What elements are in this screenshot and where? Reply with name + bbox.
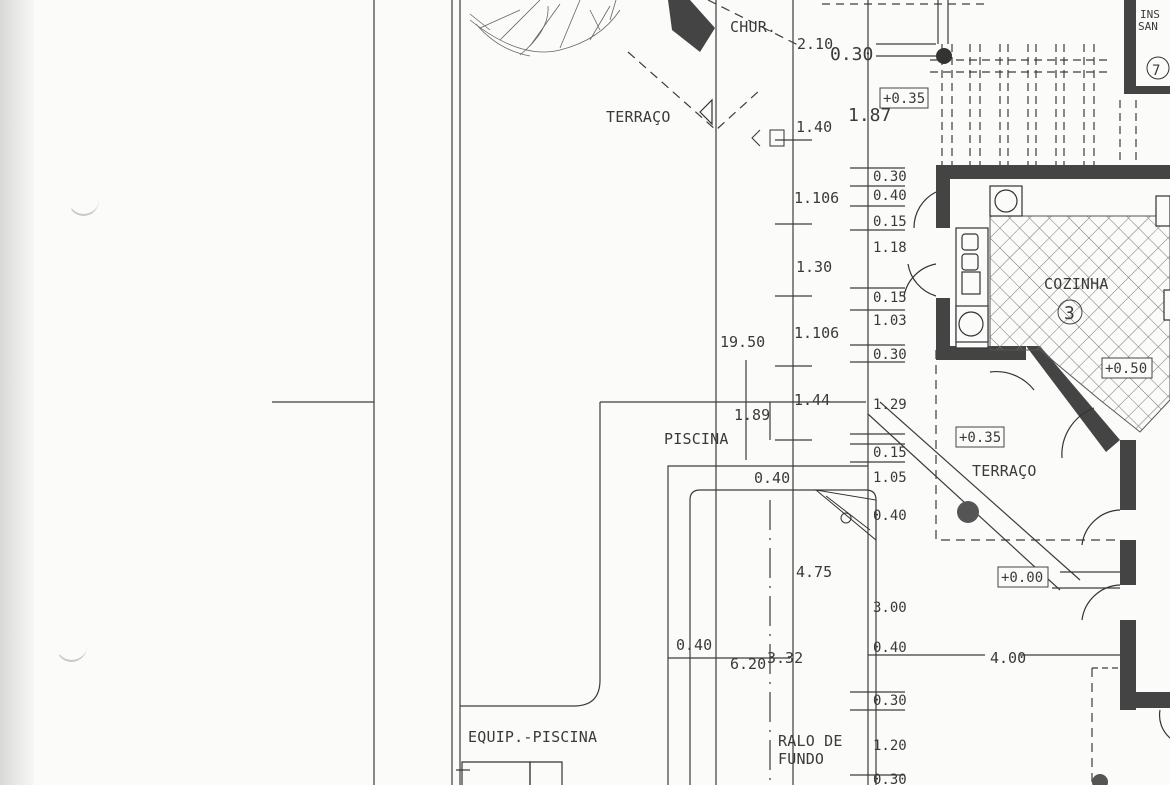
dim-3-32: 3.32 bbox=[767, 649, 803, 667]
pergola-grid bbox=[930, 44, 1137, 165]
pool-equipment-box bbox=[456, 761, 563, 785]
dim-1-30: 1.30 bbox=[796, 258, 832, 276]
dim-c-1-20: 1.20 bbox=[873, 738, 907, 754]
dim-c-0-30-c: 0.30 bbox=[873, 693, 907, 709]
kitchen-fixtures bbox=[955, 185, 1170, 349]
dim-c-1-29: 1.29 bbox=[873, 397, 907, 413]
dim-c-1-18: 1.18 bbox=[873, 240, 907, 256]
dim-1-40: 1.40 bbox=[796, 118, 832, 136]
label-equip-piscina: EQUIP.-PISCINA bbox=[468, 728, 597, 746]
terrace-dashed-line bbox=[707, 0, 801, 47]
level-boxes bbox=[879, 87, 1153, 588]
dim-19-50: 19.50 bbox=[720, 333, 765, 351]
dim-0-40-pool: 0.40 bbox=[754, 469, 790, 487]
label-inst-1: INS bbox=[1140, 8, 1160, 21]
tree-sketch bbox=[469, 0, 621, 57]
punch-hole-bottom bbox=[56, 630, 87, 662]
dim-c-0-40-b: 0.40 bbox=[873, 508, 907, 524]
label-cozinha-number: 3 bbox=[1064, 303, 1075, 324]
punch-hole-top bbox=[68, 184, 99, 216]
label-inst-2: SAN bbox=[1138, 20, 1158, 33]
dim-1-87: 1.87 bbox=[848, 105, 891, 126]
dim-1-44: 1.44 bbox=[794, 391, 830, 409]
dim-c-1-05: 1.05 bbox=[873, 470, 907, 486]
terrace-diagonal-1 bbox=[879, 401, 1081, 581]
drawing-sheet bbox=[34, 0, 1170, 785]
pool-outer-edge bbox=[667, 465, 868, 785]
pool-area-outline bbox=[460, 401, 866, 707]
dim-c-0-15-a: 0.15 bbox=[873, 214, 907, 230]
dim-c-0-40-c: 0.40 bbox=[873, 640, 907, 656]
dim-c-0-30-d: 0.30 bbox=[873, 772, 907, 785]
level-l3: +0.35 bbox=[959, 430, 1001, 446]
level-l1: +0.35 bbox=[883, 91, 925, 107]
label-inst-number: 7 bbox=[1152, 63, 1160, 79]
dim-c-0-15-b: 0.15 bbox=[873, 290, 907, 306]
dim-1-106-a: 1.106 bbox=[794, 189, 839, 207]
dim-0-30-top: 0.30 bbox=[830, 44, 873, 65]
dim-6-20: 6.20 bbox=[730, 655, 766, 673]
dim-c-0-30-a: 0.30 bbox=[873, 169, 907, 185]
level-l2: +0.50 bbox=[1105, 361, 1147, 377]
dim-4-00: 4.00 bbox=[990, 649, 1026, 667]
terrace-dashed-outline bbox=[627, 51, 761, 131]
label-ralo-1: RALO DE bbox=[778, 732, 843, 750]
label-ralo-2: FUNDO bbox=[778, 750, 824, 768]
label-cozinha: COZINHA bbox=[1044, 275, 1109, 293]
pool-inner-edge bbox=[689, 489, 877, 785]
dim-c-0-40-a: 0.40 bbox=[873, 188, 907, 204]
doors bbox=[699, 98, 1170, 739]
label-terraco-top: TERRAÇO bbox=[606, 108, 671, 126]
dim-c-1-03: 1.03 bbox=[873, 313, 907, 329]
kitchen-openings bbox=[936, 228, 1138, 620]
dim-c-3-00: 3.00 bbox=[873, 600, 907, 616]
dim-1-89: 1.89 bbox=[734, 406, 770, 424]
label-piscina: PISCINA bbox=[664, 430, 729, 448]
dimension-ticks bbox=[745, 139, 905, 776]
paper-edge bbox=[0, 0, 34, 785]
label-terraco-mid: TERRAÇO bbox=[972, 462, 1037, 480]
dim-c-0-15-c: 0.15 bbox=[873, 445, 907, 461]
dim-c-0-30-b: 0.30 bbox=[873, 347, 907, 363]
dim-1-106-b: 1.106 bbox=[794, 324, 839, 342]
misc-symbols bbox=[751, 48, 1170, 785]
dim-0-40-left: 0.40 bbox=[676, 636, 712, 654]
cozinha-number-circle bbox=[1057, 299, 1083, 325]
level-l4: +0.00 bbox=[1001, 570, 1043, 586]
dim-4-75: 4.75 bbox=[796, 563, 832, 581]
dim-2-10: 2.10 bbox=[797, 35, 833, 53]
label-churrasqueira: CHUR. bbox=[730, 18, 776, 36]
terrace-dashed-outline-2 bbox=[935, 350, 1120, 541]
